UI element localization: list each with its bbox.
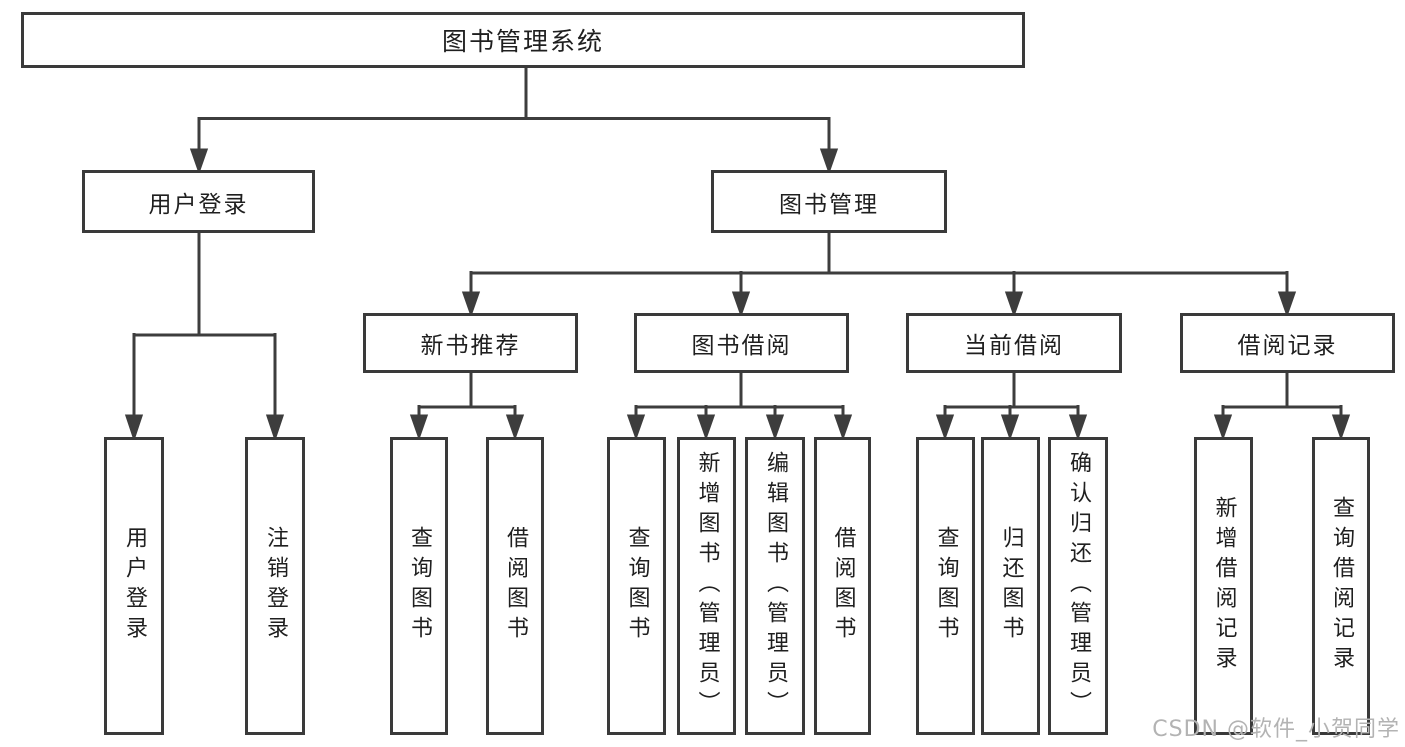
leaf-query-books-borrow: 查询图书 bbox=[607, 437, 666, 735]
arrowhead bbox=[1277, 291, 1297, 318]
arrowhead bbox=[1068, 414, 1088, 441]
arrowhead bbox=[505, 414, 525, 441]
leaf-user-login: 用户登录 bbox=[104, 437, 164, 735]
node-new-book-recommend-label: 新书推荐 bbox=[420, 333, 521, 359]
leaf-borrow-books-recommend: 借阅图书 bbox=[486, 437, 544, 735]
arrowhead bbox=[1213, 414, 1233, 441]
leaf-query-books-borrow-label: 查询图书 bbox=[624, 526, 650, 646]
node-book-mgmt: 图书管理 bbox=[711, 170, 947, 233]
leaf-add-books-admin-label: 新增图书（管理员） bbox=[694, 451, 720, 721]
connector-current-borrow-branch bbox=[935, 373, 1088, 441]
node-current-borrow-label: 当前借阅 bbox=[964, 333, 1064, 359]
leaf-borrow-books-recommend-label: 借阅图书 bbox=[503, 526, 528, 646]
node-borrow-records: 借阅记录 bbox=[1180, 313, 1395, 373]
leaf-query-books-recommend: 查询图书 bbox=[390, 437, 448, 735]
leaf-return-books: 归还图书 bbox=[981, 437, 1040, 735]
connector-root-branch bbox=[189, 68, 839, 175]
arrowhead bbox=[819, 148, 839, 175]
leaf-borrow-books: 借阅图书 bbox=[814, 437, 871, 735]
leaf-query-books-recommend-label: 查询图书 bbox=[407, 526, 432, 646]
node-root-label: 图书管理系统 bbox=[441, 27, 604, 56]
leaf-logout: 注销登录 bbox=[245, 437, 305, 735]
node-user-login-label: 用户登录 bbox=[148, 191, 249, 218]
arrowhead bbox=[696, 414, 716, 441]
leaf-add-books-admin: 新增图书（管理员） bbox=[677, 437, 736, 735]
arrowhead bbox=[189, 148, 209, 175]
arrowhead bbox=[1004, 291, 1024, 318]
arrowhead bbox=[833, 414, 853, 441]
arrowhead bbox=[461, 291, 481, 318]
leaf-user-login-label: 用户登录 bbox=[122, 526, 147, 646]
leaf-borrow-books-label: 借阅图书 bbox=[830, 526, 856, 646]
watermark: CSDN @软件_小贺同学 bbox=[1152, 717, 1400, 742]
arrowhead bbox=[124, 414, 144, 442]
node-current-borrow: 当前借阅 bbox=[906, 313, 1122, 373]
arrowhead bbox=[731, 291, 751, 318]
leaf-add-borrow-record-label: 新增借阅记录 bbox=[1211, 496, 1237, 676]
leaf-query-borrow-record: 查询借阅记录 bbox=[1312, 437, 1370, 735]
connector-book-mgmt-branch bbox=[461, 233, 1297, 318]
leaf-edit-books-admin: 编辑图书（管理员） bbox=[745, 437, 805, 735]
connector-user-login-branch bbox=[124, 233, 285, 442]
node-book-mgmt-label: 图书管理 bbox=[779, 191, 879, 218]
node-book-borrow-label: 图书借阅 bbox=[691, 333, 792, 359]
connector-borrow-records-branch bbox=[1213, 373, 1351, 441]
node-root: 图书管理系统 bbox=[21, 12, 1025, 68]
leaf-confirm-return-admin: 确认归还（管理员） bbox=[1048, 437, 1108, 735]
arrowhead bbox=[626, 414, 646, 441]
leaf-query-borrow-record-label: 查询借阅记录 bbox=[1329, 496, 1354, 676]
node-borrow-records-label: 借阅记录 bbox=[1237, 333, 1338, 359]
connector-book-borrow-branch bbox=[626, 373, 853, 441]
node-book-borrow: 图书借阅 bbox=[634, 313, 849, 373]
connector-new-book-recommend-branch bbox=[409, 373, 525, 441]
leaf-return-books-label: 归还图书 bbox=[998, 526, 1024, 646]
leaf-logout-label: 注销登录 bbox=[263, 526, 288, 646]
arrowhead bbox=[265, 414, 285, 442]
leaf-query-books-current: 查询图书 bbox=[916, 437, 975, 735]
leaf-edit-books-admin-label: 编辑图书（管理员） bbox=[763, 451, 788, 721]
arrowhead bbox=[765, 414, 785, 441]
node-new-book-recommend: 新书推荐 bbox=[363, 313, 578, 373]
leaf-query-books-current-label: 查询图书 bbox=[933, 526, 959, 646]
arrowhead bbox=[935, 414, 955, 441]
leaf-confirm-return-admin-label: 确认归还（管理员） bbox=[1066, 451, 1091, 721]
arrowhead bbox=[1000, 414, 1020, 441]
arrowhead bbox=[1331, 414, 1351, 441]
node-user-login: 用户登录 bbox=[82, 170, 315, 233]
arrowhead bbox=[409, 414, 429, 441]
leaf-add-borrow-record: 新增借阅记录 bbox=[1194, 437, 1253, 735]
